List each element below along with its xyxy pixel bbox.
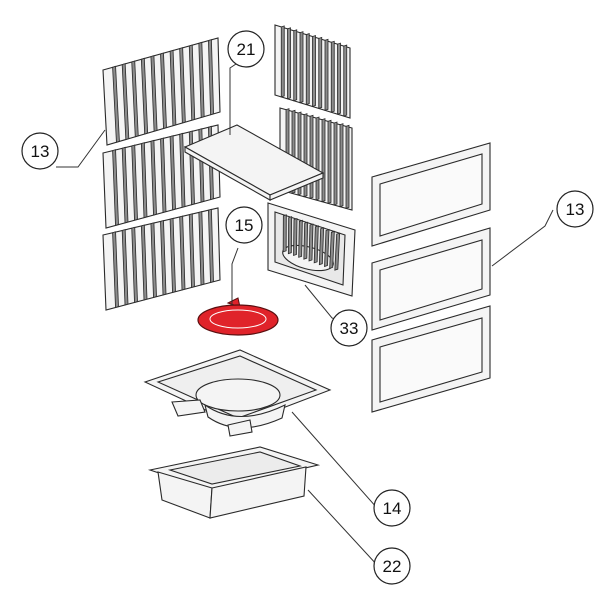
panel-rib xyxy=(112,65,120,143)
panel-rib xyxy=(179,47,186,124)
callout-13-left: 13 xyxy=(21,132,59,170)
back-grate-panel xyxy=(267,202,356,297)
panel-rib xyxy=(343,44,348,117)
panel-rib xyxy=(112,149,119,226)
panel-rib xyxy=(337,42,341,115)
panel-rib xyxy=(169,217,176,294)
panel-rib xyxy=(315,116,320,201)
panel-rib xyxy=(293,29,298,102)
panel-rib xyxy=(188,44,196,121)
svg-text:21: 21 xyxy=(237,40,256,59)
right-panel-top xyxy=(371,142,491,247)
panel-rib xyxy=(131,60,139,138)
panel-rib xyxy=(324,228,330,268)
panel-rib xyxy=(321,118,326,203)
callout-14: 14 xyxy=(373,489,411,527)
panel-rib xyxy=(303,221,309,260)
svg-text:13: 13 xyxy=(31,142,50,161)
svg-text:33: 33 xyxy=(340,319,359,338)
panel-rib xyxy=(150,55,158,132)
panel-rib xyxy=(308,223,314,262)
panel-rib xyxy=(309,114,314,199)
panel-rib xyxy=(324,38,329,111)
leader-15 xyxy=(231,247,239,305)
svg-text:22: 22 xyxy=(383,557,402,576)
callout-13-right: 13 xyxy=(556,190,594,228)
left-ribbed-panel-top xyxy=(102,37,221,146)
panel-rib xyxy=(333,121,338,206)
panel-rib xyxy=(329,230,335,269)
panel-rib xyxy=(327,119,332,204)
panel-rib xyxy=(179,132,186,208)
callout-22: 22 xyxy=(373,547,411,585)
svg-text:15: 15 xyxy=(235,216,254,235)
left-ribbed-panel-bottom xyxy=(102,207,221,311)
callout-21: 21 xyxy=(227,30,265,68)
panel-rib xyxy=(334,232,341,271)
right-panel-bottom xyxy=(371,305,491,413)
panel-rib xyxy=(188,213,195,289)
panel-rib xyxy=(179,215,186,291)
callout-15: 15 xyxy=(225,206,263,244)
panel-rib xyxy=(280,25,285,98)
right-panel-middle xyxy=(371,227,491,331)
panel-rib xyxy=(131,144,138,221)
panel-rib xyxy=(287,27,291,100)
panel-rib xyxy=(160,137,167,214)
panel-rib xyxy=(131,226,138,304)
panel-rib xyxy=(208,208,214,284)
panel-rib xyxy=(293,217,298,257)
panel-rib xyxy=(112,231,119,309)
callout-33: 33 xyxy=(330,309,368,347)
baffle-plate xyxy=(183,124,325,201)
panel-rib xyxy=(140,224,148,301)
panel-rib xyxy=(282,214,287,253)
panel-rib xyxy=(208,39,214,116)
panel-rib xyxy=(305,33,310,106)
hearth-tray xyxy=(143,349,332,437)
panel-rib xyxy=(312,34,316,108)
panel-rib xyxy=(198,41,205,119)
panel-rib xyxy=(121,63,130,141)
leader-13-left xyxy=(56,129,106,168)
panel-rib xyxy=(121,228,129,306)
leader-13-right xyxy=(491,209,554,267)
panel-rib xyxy=(169,49,177,127)
svg-text:14: 14 xyxy=(383,499,402,518)
panel-rib xyxy=(330,40,335,113)
grate-ring-highlighted xyxy=(197,297,279,336)
panel-rib xyxy=(150,222,157,299)
center-ribbed-panel-top xyxy=(274,24,351,119)
panel-rib xyxy=(198,210,205,286)
panel-rib xyxy=(121,146,129,224)
svg-text:13: 13 xyxy=(566,200,585,219)
panel-rib xyxy=(318,36,323,109)
panel-rib xyxy=(169,135,176,211)
panel-rib xyxy=(140,57,149,135)
panel-rib xyxy=(339,123,344,208)
panel-rib xyxy=(298,219,303,258)
panel-rib xyxy=(160,52,167,130)
panel-rib xyxy=(287,216,293,255)
panel-rib xyxy=(313,225,319,264)
panel-rib xyxy=(150,139,157,216)
panel-rib xyxy=(140,142,148,219)
panel-rib xyxy=(299,31,304,104)
ash-pan xyxy=(147,446,321,519)
panel-rib xyxy=(318,227,325,266)
leader-21 xyxy=(229,57,246,135)
panel-rib xyxy=(160,219,167,296)
panel-rib xyxy=(345,124,350,209)
